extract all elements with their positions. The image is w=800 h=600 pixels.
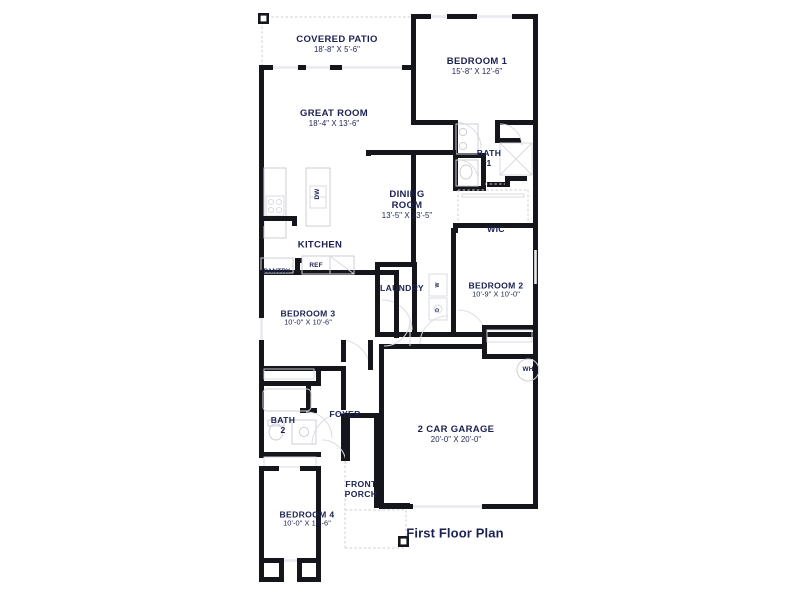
dining-room-dimensions: 13'-5" X 13'-5" bbox=[381, 211, 433, 221]
water-heater-label: WH bbox=[522, 366, 534, 374]
room-label-front-porch: FRONT PORCH bbox=[345, 479, 378, 499]
great-room-dimensions: 18'-4" X 13'-6" bbox=[308, 119, 360, 129]
covered-patio-dimensions: 18'-8" X 5'-6" bbox=[313, 45, 360, 55]
pantry-label: PANTRY bbox=[263, 268, 291, 276]
foyer-name: FOYER bbox=[329, 408, 361, 419]
kitchen-walls-and-fixtures bbox=[259, 167, 399, 275]
bath-1-number: 1 bbox=[486, 158, 492, 168]
bath-1-walls bbox=[453, 120, 533, 191]
bedroom-4-dimensions: 10'-0" X 10'-6" bbox=[283, 518, 331, 528]
bedroom-1-dimensions: 15'-8" X 12'-6" bbox=[451, 67, 503, 77]
room-label-bedroom-1: BEDROOM 1 15'-8" X 12'-6" bbox=[447, 56, 507, 76]
covered-patio-name: COVERED PATIO bbox=[296, 33, 378, 45]
wic-walls bbox=[453, 183, 538, 228]
room-label-great-room: GREAT ROOM 18'-4" X 13'-6" bbox=[300, 108, 368, 128]
bedroom-1-walls bbox=[411, 14, 538, 172]
room-label-bath-2: BATH 2 bbox=[271, 415, 296, 435]
bath-2-name: BATH bbox=[270, 414, 296, 425]
kitchen-name: KITCHEN bbox=[297, 239, 343, 251]
dishwasher-label: DW bbox=[314, 188, 322, 200]
bedroom-2-dimensions: 10'-9" X 10'-0" bbox=[472, 289, 520, 299]
garage-name: 2 CAR GARAGE bbox=[417, 423, 495, 435]
dryer-label: D bbox=[434, 308, 441, 312]
bath-2-number: 2 bbox=[280, 425, 286, 435]
room-label-wic: WIC bbox=[487, 224, 505, 234]
bedroom-4-walls bbox=[259, 466, 321, 582]
room-label-garage: 2 CAR GARAGE 20'-0" X 20'-0" bbox=[418, 424, 495, 444]
page-title: First Floor Plan bbox=[406, 525, 504, 541]
bedroom-2-name: BEDROOM 2 bbox=[468, 280, 524, 291]
room-label-bedroom-4: BEDROOM 4 10'-0" X 10'-6" bbox=[280, 510, 335, 529]
dining-room-name-line1: DINING bbox=[389, 189, 425, 201]
wic-name: WIC bbox=[487, 223, 505, 234]
room-label-bedroom-3: BEDROOM 3 10'-0" X 10'-6" bbox=[281, 309, 336, 328]
bath-1-name: BATH bbox=[476, 147, 502, 158]
garage-dimensions: 20'-0" X 20'-0" bbox=[430, 435, 482, 445]
front-porch-name-line1: FRONT bbox=[345, 478, 377, 489]
garage-walls bbox=[379, 315, 540, 509]
room-label-kitchen: KITCHEN bbox=[298, 239, 342, 250]
room-label-dining-room: DINING ROOM 13'-5" X 13'-5" bbox=[382, 189, 432, 221]
room-label-covered-patio: COVERED PATIO 18'-8" X 5'-6" bbox=[296, 34, 377, 54]
dining-room-walls bbox=[366, 150, 456, 263]
bedroom-1-name: BEDROOM 1 bbox=[446, 55, 508, 67]
bedroom-4-name: BEDROOM 4 bbox=[279, 509, 335, 520]
dining-room-name-line2: ROOM bbox=[391, 200, 423, 212]
washer-label: W bbox=[434, 282, 441, 288]
room-label-bath-1: BATH 1 bbox=[477, 148, 502, 168]
room-label-laundry: LAUNDRY bbox=[380, 283, 424, 293]
bedroom-3-name: BEDROOM 3 bbox=[280, 308, 336, 319]
bath-2-walls bbox=[259, 366, 333, 471]
interior-wall-stubs bbox=[259, 150, 371, 226]
room-label-bedroom-2: BEDROOM 2 10'-9" X 10'-0" bbox=[469, 281, 524, 300]
great-room-name: GREAT ROOM bbox=[300, 107, 368, 119]
laundry-name: LAUNDRY bbox=[380, 282, 424, 293]
refrigerator-label: REF bbox=[309, 262, 323, 270]
foyer-walls bbox=[311, 340, 347, 465]
front-porch-name-line2: PORCH bbox=[344, 489, 378, 499]
room-label-foyer: FOYER bbox=[329, 409, 360, 419]
bedroom-3-dimensions: 10'-0" X 10'-6" bbox=[284, 317, 332, 327]
